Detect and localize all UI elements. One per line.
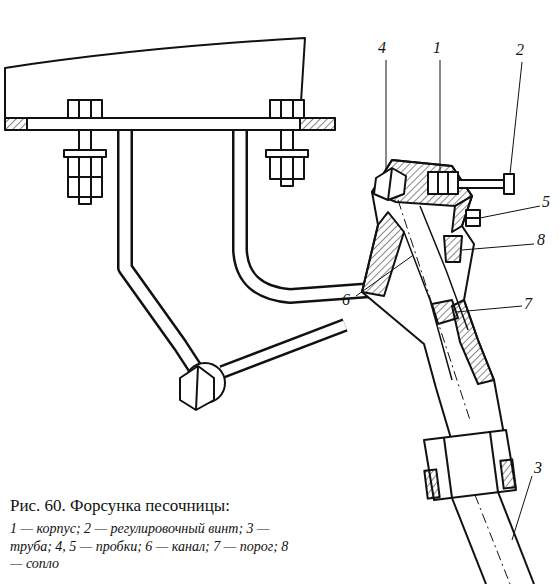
drawing-stroke: [125, 130, 195, 368]
drawing-stroke: [444, 236, 462, 262]
drawing-stroke: [456, 306, 522, 312]
drawing-stroke: [196, 366, 198, 410]
callout-number: 5: [542, 194, 550, 210]
drawing-stroke: [510, 62, 522, 174]
drawing-stroke: [466, 217, 480, 219]
drawing-stroke: [280, 157, 282, 179]
drawing-stroke: [424, 430, 516, 500]
callout-number: 2: [516, 42, 524, 58]
callout-number: 4: [378, 40, 386, 56]
sand-hopper: [5, 38, 305, 118]
drawing-stroke: [5, 38, 540, 584]
drawing-stroke: [490, 432, 498, 492]
drawing-stroke: [512, 476, 532, 540]
drawing-stroke: [270, 157, 304, 179]
drawing-stroke: [440, 60, 441, 172]
bolt-right: [266, 100, 308, 186]
leader-lines: [356, 60, 540, 540]
drawing-stroke: [64, 150, 106, 157]
drawing-stroke: [266, 150, 308, 157]
drawing-stroke: [222, 325, 345, 372]
drawing-stroke: [398, 200, 470, 420]
drawing-stroke: [292, 100, 294, 118]
drawing-stroke: [424, 469, 439, 498]
drawing-stroke: [222, 325, 345, 372]
drawing-stroke: [270, 100, 304, 118]
drawing-stroke: [462, 244, 534, 250]
drawing-stroke: [452, 300, 494, 384]
drawing-stroke: [280, 100, 282, 118]
adjusting-screw: [428, 172, 514, 194]
drawing-stroke: [5, 118, 27, 130]
plug-5: [466, 210, 480, 226]
drawing-stroke: [78, 100, 80, 118]
drawing-stroke: [180, 366, 214, 410]
drawing-stroke: [444, 438, 452, 498]
drawing-stroke: [240, 130, 372, 296]
nozzle-tip: [444, 236, 462, 262]
pipe: [452, 492, 534, 584]
bolt-left: [64, 100, 106, 204]
drawing-stroke: [475, 495, 510, 584]
drawing-stroke: [466, 210, 480, 226]
nozzle-body: [362, 160, 505, 452]
callout-number: 3: [534, 460, 542, 476]
drawing-stroke: [5, 118, 335, 130]
drawing-stroke: [386, 60, 387, 172]
drawing-stroke: [447, 172, 449, 194]
drawing-stroke: [374, 168, 406, 200]
drawing-stroke: [500, 459, 515, 488]
mounting-plate: [5, 118, 335, 130]
parts-list: 1 — корпус; 2 — регулировочный винт; 3 —…: [10, 520, 302, 573]
drawing-stroke: [68, 100, 102, 118]
drawing-stroke: [428, 172, 458, 194]
drawing-stroke: [480, 206, 540, 218]
union-nut: [424, 430, 516, 500]
drawing-stroke: [388, 168, 392, 200]
drawing-stroke: [78, 157, 80, 197]
figure-caption: Рис. 60. Форсунка песочницы:: [10, 497, 230, 514]
ball-joint: [180, 363, 225, 410]
drawing-stroke: [432, 300, 458, 324]
drawing-stroke: [68, 157, 102, 177]
callout-number: 8: [537, 232, 545, 248]
drawing-stroke: [437, 172, 439, 194]
drawing-stroke: [300, 118, 335, 130]
drawing-stroke: [504, 174, 514, 194]
bracket-casting: [60, 130, 372, 372]
drawing-stroke: [68, 177, 102, 197]
drawing-stroke: [362, 212, 404, 296]
drawing-stroke: [452, 498, 486, 584]
drawing-stroke: [90, 100, 92, 118]
drawing-stroke: [356, 256, 412, 296]
plug-4: [374, 168, 406, 200]
drawing-stroke: [240, 130, 372, 296]
drawing-stroke: [292, 157, 294, 179]
threshold: [432, 300, 458, 324]
drawing-stroke: [458, 180, 504, 188]
callout-number: 1: [433, 40, 441, 56]
drawing-stroke: [90, 157, 92, 197]
callout-number: 7: [524, 296, 532, 312]
sand-channel: [398, 200, 470, 420]
drawing-stroke: [362, 160, 505, 452]
drawing-stroke: [498, 492, 534, 584]
drawing-stroke: [125, 130, 195, 368]
callout-number: 6: [342, 292, 350, 308]
drawing-stroke: [5, 38, 305, 118]
